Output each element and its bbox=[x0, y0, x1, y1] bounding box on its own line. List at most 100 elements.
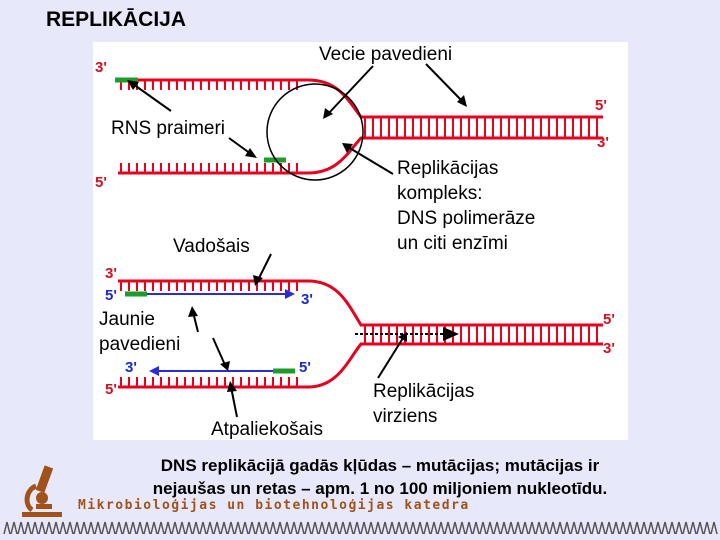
border-mark bbox=[710, 521, 718, 535]
border-mark bbox=[192, 521, 200, 535]
border-mark bbox=[626, 521, 634, 535]
border-mark bbox=[605, 521, 613, 535]
decorative-border bbox=[3, 521, 718, 535]
border-mark bbox=[143, 521, 151, 535]
border-mark bbox=[598, 521, 606, 535]
border-mark bbox=[444, 521, 452, 535]
border-mark bbox=[52, 521, 60, 535]
end-label-top-left-5: 5' bbox=[95, 174, 107, 191]
border-mark bbox=[472, 521, 480, 535]
border-mark bbox=[388, 521, 396, 535]
border-mark bbox=[395, 521, 403, 535]
border-mark bbox=[437, 521, 445, 535]
border-mark bbox=[577, 521, 585, 535]
border-mark bbox=[549, 521, 557, 535]
border-mark bbox=[206, 521, 214, 535]
border-mark bbox=[73, 521, 81, 535]
replication-diagram: 3' 5' 5' 3' 3' 5' 3' 3' 5' 5' 5' 3' Veci… bbox=[93, 42, 628, 440]
border-mark bbox=[136, 521, 144, 535]
border-mark bbox=[199, 521, 207, 535]
border-mark bbox=[332, 521, 340, 535]
label-direction-2: virziens bbox=[373, 406, 437, 427]
border-mark bbox=[157, 521, 165, 535]
border-mark bbox=[570, 521, 578, 535]
border-mark bbox=[24, 521, 32, 535]
border-mark bbox=[129, 521, 137, 535]
border-mark bbox=[556, 521, 564, 535]
border-mark bbox=[535, 521, 543, 535]
border-mark bbox=[150, 521, 158, 535]
label-complex-1: Replikācijas bbox=[397, 158, 498, 179]
border-mark bbox=[59, 521, 67, 535]
end-label-top-right-5: 5' bbox=[595, 97, 607, 114]
border-mark bbox=[234, 521, 242, 535]
end-label-bottom-right-3: 3' bbox=[603, 340, 615, 357]
label-old-strands: Vecie pavedieni bbox=[319, 44, 452, 65]
pointer-arrowheads bbox=[127, 80, 467, 392]
end-label-leading-5: 5' bbox=[105, 287, 117, 304]
border-mark bbox=[661, 521, 669, 535]
end-label-bottom-right-5: 5' bbox=[603, 311, 615, 328]
border-mark bbox=[584, 521, 592, 535]
end-label-bottom-left-5: 5' bbox=[105, 381, 117, 398]
border-mark bbox=[262, 521, 270, 535]
border-mark bbox=[514, 521, 522, 535]
replication-complex-circle bbox=[266, 83, 364, 181]
end-label-leading-3: 3' bbox=[301, 291, 313, 308]
label-rna-primers: RNS praimeri bbox=[111, 118, 225, 139]
border-mark bbox=[297, 521, 305, 535]
label-new-1: Jaunie bbox=[99, 309, 155, 330]
border-mark bbox=[633, 521, 641, 535]
border-mark bbox=[563, 521, 571, 535]
border-mark bbox=[3, 521, 11, 535]
lower-old-strand bbox=[118, 136, 603, 175]
border-mark bbox=[66, 521, 74, 535]
bottom-arm-ticks bbox=[120, 281, 298, 387]
border-mark bbox=[115, 521, 123, 535]
lower-old-strand-2 bbox=[118, 342, 603, 389]
border-mark bbox=[31, 521, 39, 535]
border-mark bbox=[668, 521, 676, 535]
border-mark bbox=[696, 521, 704, 535]
end-label-lagging-5: 5' bbox=[299, 359, 311, 376]
footer-department: Mikrobioloģijas un biotehnoloģijas kated… bbox=[78, 498, 470, 513]
border-mark bbox=[647, 521, 655, 535]
border-mark bbox=[101, 521, 109, 535]
border-mark bbox=[451, 521, 459, 535]
border-mark bbox=[80, 521, 88, 535]
end-label-bottom-left-3: 3' bbox=[105, 265, 117, 282]
top-base-pairs bbox=[364, 117, 598, 138]
border-mark bbox=[185, 521, 193, 535]
border-mark bbox=[360, 521, 368, 535]
border-mark bbox=[269, 521, 277, 535]
border-mark bbox=[675, 521, 683, 535]
border-mark bbox=[689, 521, 697, 535]
caption-line-1: DNS replikācijā gadās kļūdas – mutācijas… bbox=[160, 456, 600, 475]
border-mark bbox=[374, 521, 382, 535]
border-mark bbox=[493, 521, 501, 535]
border-mark bbox=[87, 521, 95, 535]
border-mark bbox=[311, 521, 319, 535]
border-mark bbox=[304, 521, 312, 535]
leading-arrowhead bbox=[285, 289, 295, 299]
border-mark bbox=[591, 521, 599, 535]
label-leading: Vadošais bbox=[173, 236, 250, 257]
border-mark bbox=[500, 521, 508, 535]
diagram-canvas: 3' 5' 5' 3' 3' 5' 3' 3' 5' 5' 5' 3' Veci… bbox=[95, 44, 615, 440]
border-mark bbox=[416, 521, 424, 535]
bottom-base-pairs bbox=[364, 325, 598, 344]
border-mark bbox=[171, 521, 179, 535]
border-mark bbox=[45, 521, 53, 535]
upper-old-strand-2 bbox=[118, 279, 603, 327]
border-mark bbox=[640, 521, 648, 535]
border-mark bbox=[682, 521, 690, 535]
end-label-top-right-3: 3' bbox=[597, 134, 609, 151]
label-lagging: Atpaliekošais bbox=[211, 419, 323, 440]
border-mark bbox=[353, 521, 361, 535]
direction-arrowhead bbox=[443, 327, 459, 341]
border-mark bbox=[619, 521, 627, 535]
border-mark bbox=[241, 521, 249, 535]
label-complex-3: DNS polimerāze bbox=[397, 208, 535, 229]
label-direction-1: Replikācijas bbox=[373, 381, 474, 402]
border-mark bbox=[367, 521, 375, 535]
